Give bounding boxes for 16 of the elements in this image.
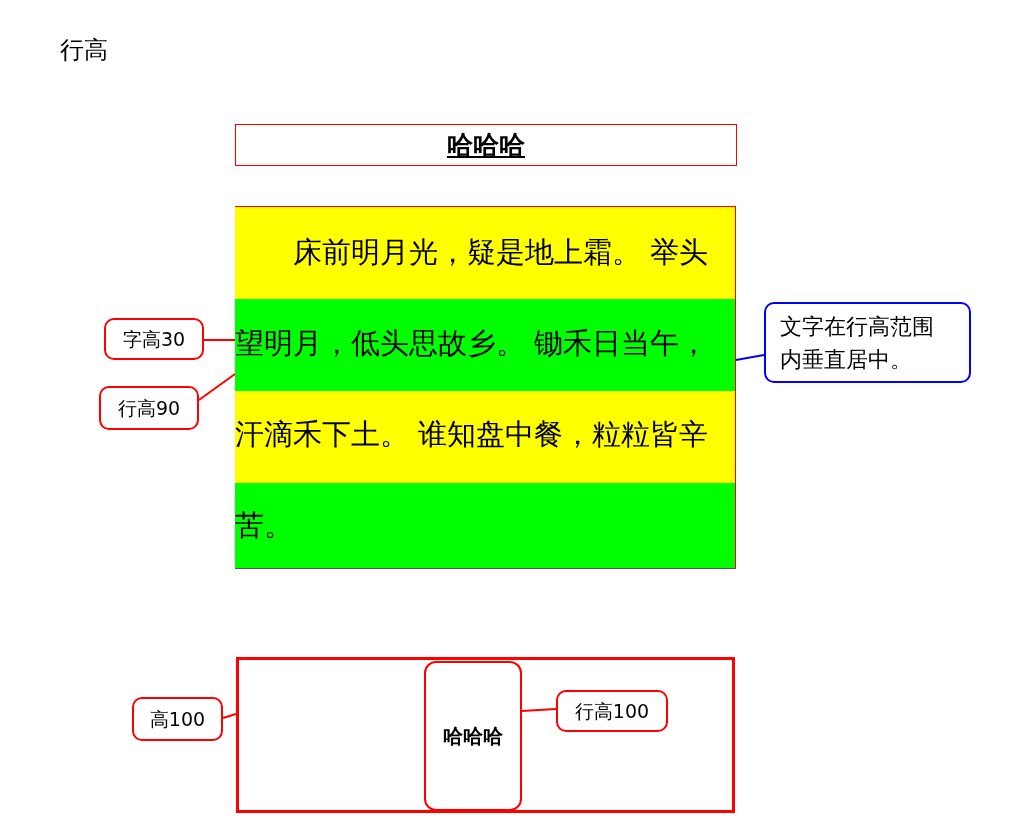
callout-bubble: 行高100	[556, 690, 668, 732]
leader-line	[203, 339, 236, 341]
leader-line	[521, 708, 557, 712]
page-title: 行高	[60, 35, 108, 66]
callout-bubble: 高100	[132, 697, 223, 741]
container-box	[236, 657, 735, 813]
striped-text-block	[235, 206, 736, 569]
callout-bubble: 行高90	[99, 386, 199, 430]
poem-paragraph: 床前明月光，疑是地上霜。 举头望明月，低头思故乡。 锄禾日当午，汗滴禾下土。 谁知盘中餐，粒粒皆辛苦。	[235, 234, 710, 544]
callout-bubble: 文字在行高范围内垂直居中。	[764, 302, 971, 383]
leader-line	[222, 713, 237, 719]
leader-line	[198, 373, 236, 401]
heading-box: 哈哈哈	[235, 124, 737, 166]
callout-bubble: 字高30	[104, 318, 204, 360]
inline-box: 哈哈哈	[424, 661, 522, 811]
leader-line	[735, 354, 765, 361]
